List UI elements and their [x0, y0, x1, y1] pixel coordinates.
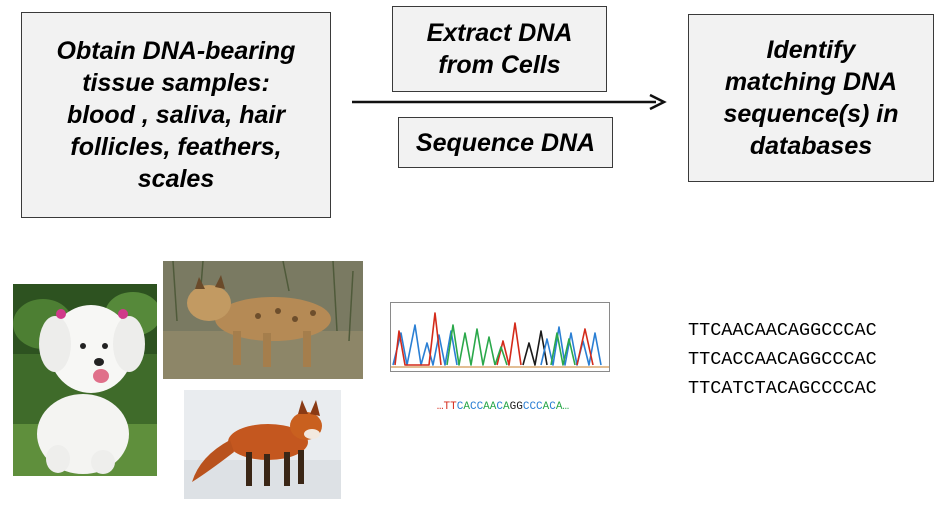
step-sequence-dna-box: Sequence DNA	[398, 117, 613, 168]
sequence-ellipsis: …	[436, 401, 444, 413]
process-arrow	[352, 93, 667, 111]
database-sequence: TTCAACAACAGGCCCAC	[688, 320, 877, 341]
sequence-base: G	[509, 401, 517, 413]
sequencing-chromatogram	[390, 302, 610, 372]
bobcat-photo	[163, 261, 363, 379]
step-extract-line: Extract DNA	[426, 19, 573, 47]
step-obtain-samples-box: Obtain DNA-bearing tissue samples: blood…	[21, 12, 331, 218]
fox-photo	[184, 390, 341, 499]
sequence-base: G	[516, 401, 523, 413]
sequence-base: C	[529, 401, 537, 413]
step-obtain-line: follicles, feathers,	[70, 133, 282, 161]
sequence-base: A	[503, 401, 510, 413]
step-obtain-line: blood , saliva, hair	[66, 101, 286, 129]
step-obtain-line: scales	[137, 165, 215, 193]
database-sequence: TTCATCTACAGCCCCAC	[688, 378, 877, 399]
step-identify-line: sequence(s) in	[723, 100, 899, 128]
step-identify-line: Identify	[766, 36, 856, 64]
sequence-base: C	[469, 401, 477, 413]
sequence-base: A	[483, 401, 490, 413]
sequence-base: A	[542, 401, 550, 413]
sequence-base: C	[522, 401, 530, 413]
step-identify-match-box: Identify matching DNA sequence(s) in dat…	[688, 14, 934, 182]
step-identify-line: matching DNA	[724, 68, 898, 96]
sequence-base: A	[463, 401, 470, 413]
step-extract-dna-box: Extract DNA from Cells	[392, 6, 607, 92]
sequence-base: T	[450, 401, 457, 413]
sequence-base: A	[489, 401, 497, 413]
step-sequence-line: Sequence DNA	[415, 128, 596, 157]
sequence-base: A	[555, 401, 563, 413]
step-extract-line: from Cells	[438, 51, 561, 79]
sequence-read: …TTCACCAACAGGCCCACA…	[398, 401, 608, 413]
database-sequence: TTCACCAACAGGCCCAC	[688, 349, 877, 370]
sequence-base: C	[456, 401, 464, 413]
sequence-base: C	[496, 401, 503, 413]
sequence-base: T	[443, 401, 451, 413]
sequence-base: C	[536, 401, 543, 413]
database-sequences: TTCAACAACAGGCCCAC TTCACCAACAGGCCCAC TTCA…	[688, 316, 938, 403]
sequence-base: C	[549, 401, 556, 413]
step-identify-line: databases	[749, 132, 873, 160]
sequence-base: C	[476, 401, 484, 413]
step-obtain-line: tissue samples:	[82, 69, 270, 97]
poodle-photo	[13, 284, 157, 476]
sequence-ellipsis: …	[562, 401, 570, 413]
step-obtain-line: Obtain DNA-bearing	[56, 37, 296, 65]
